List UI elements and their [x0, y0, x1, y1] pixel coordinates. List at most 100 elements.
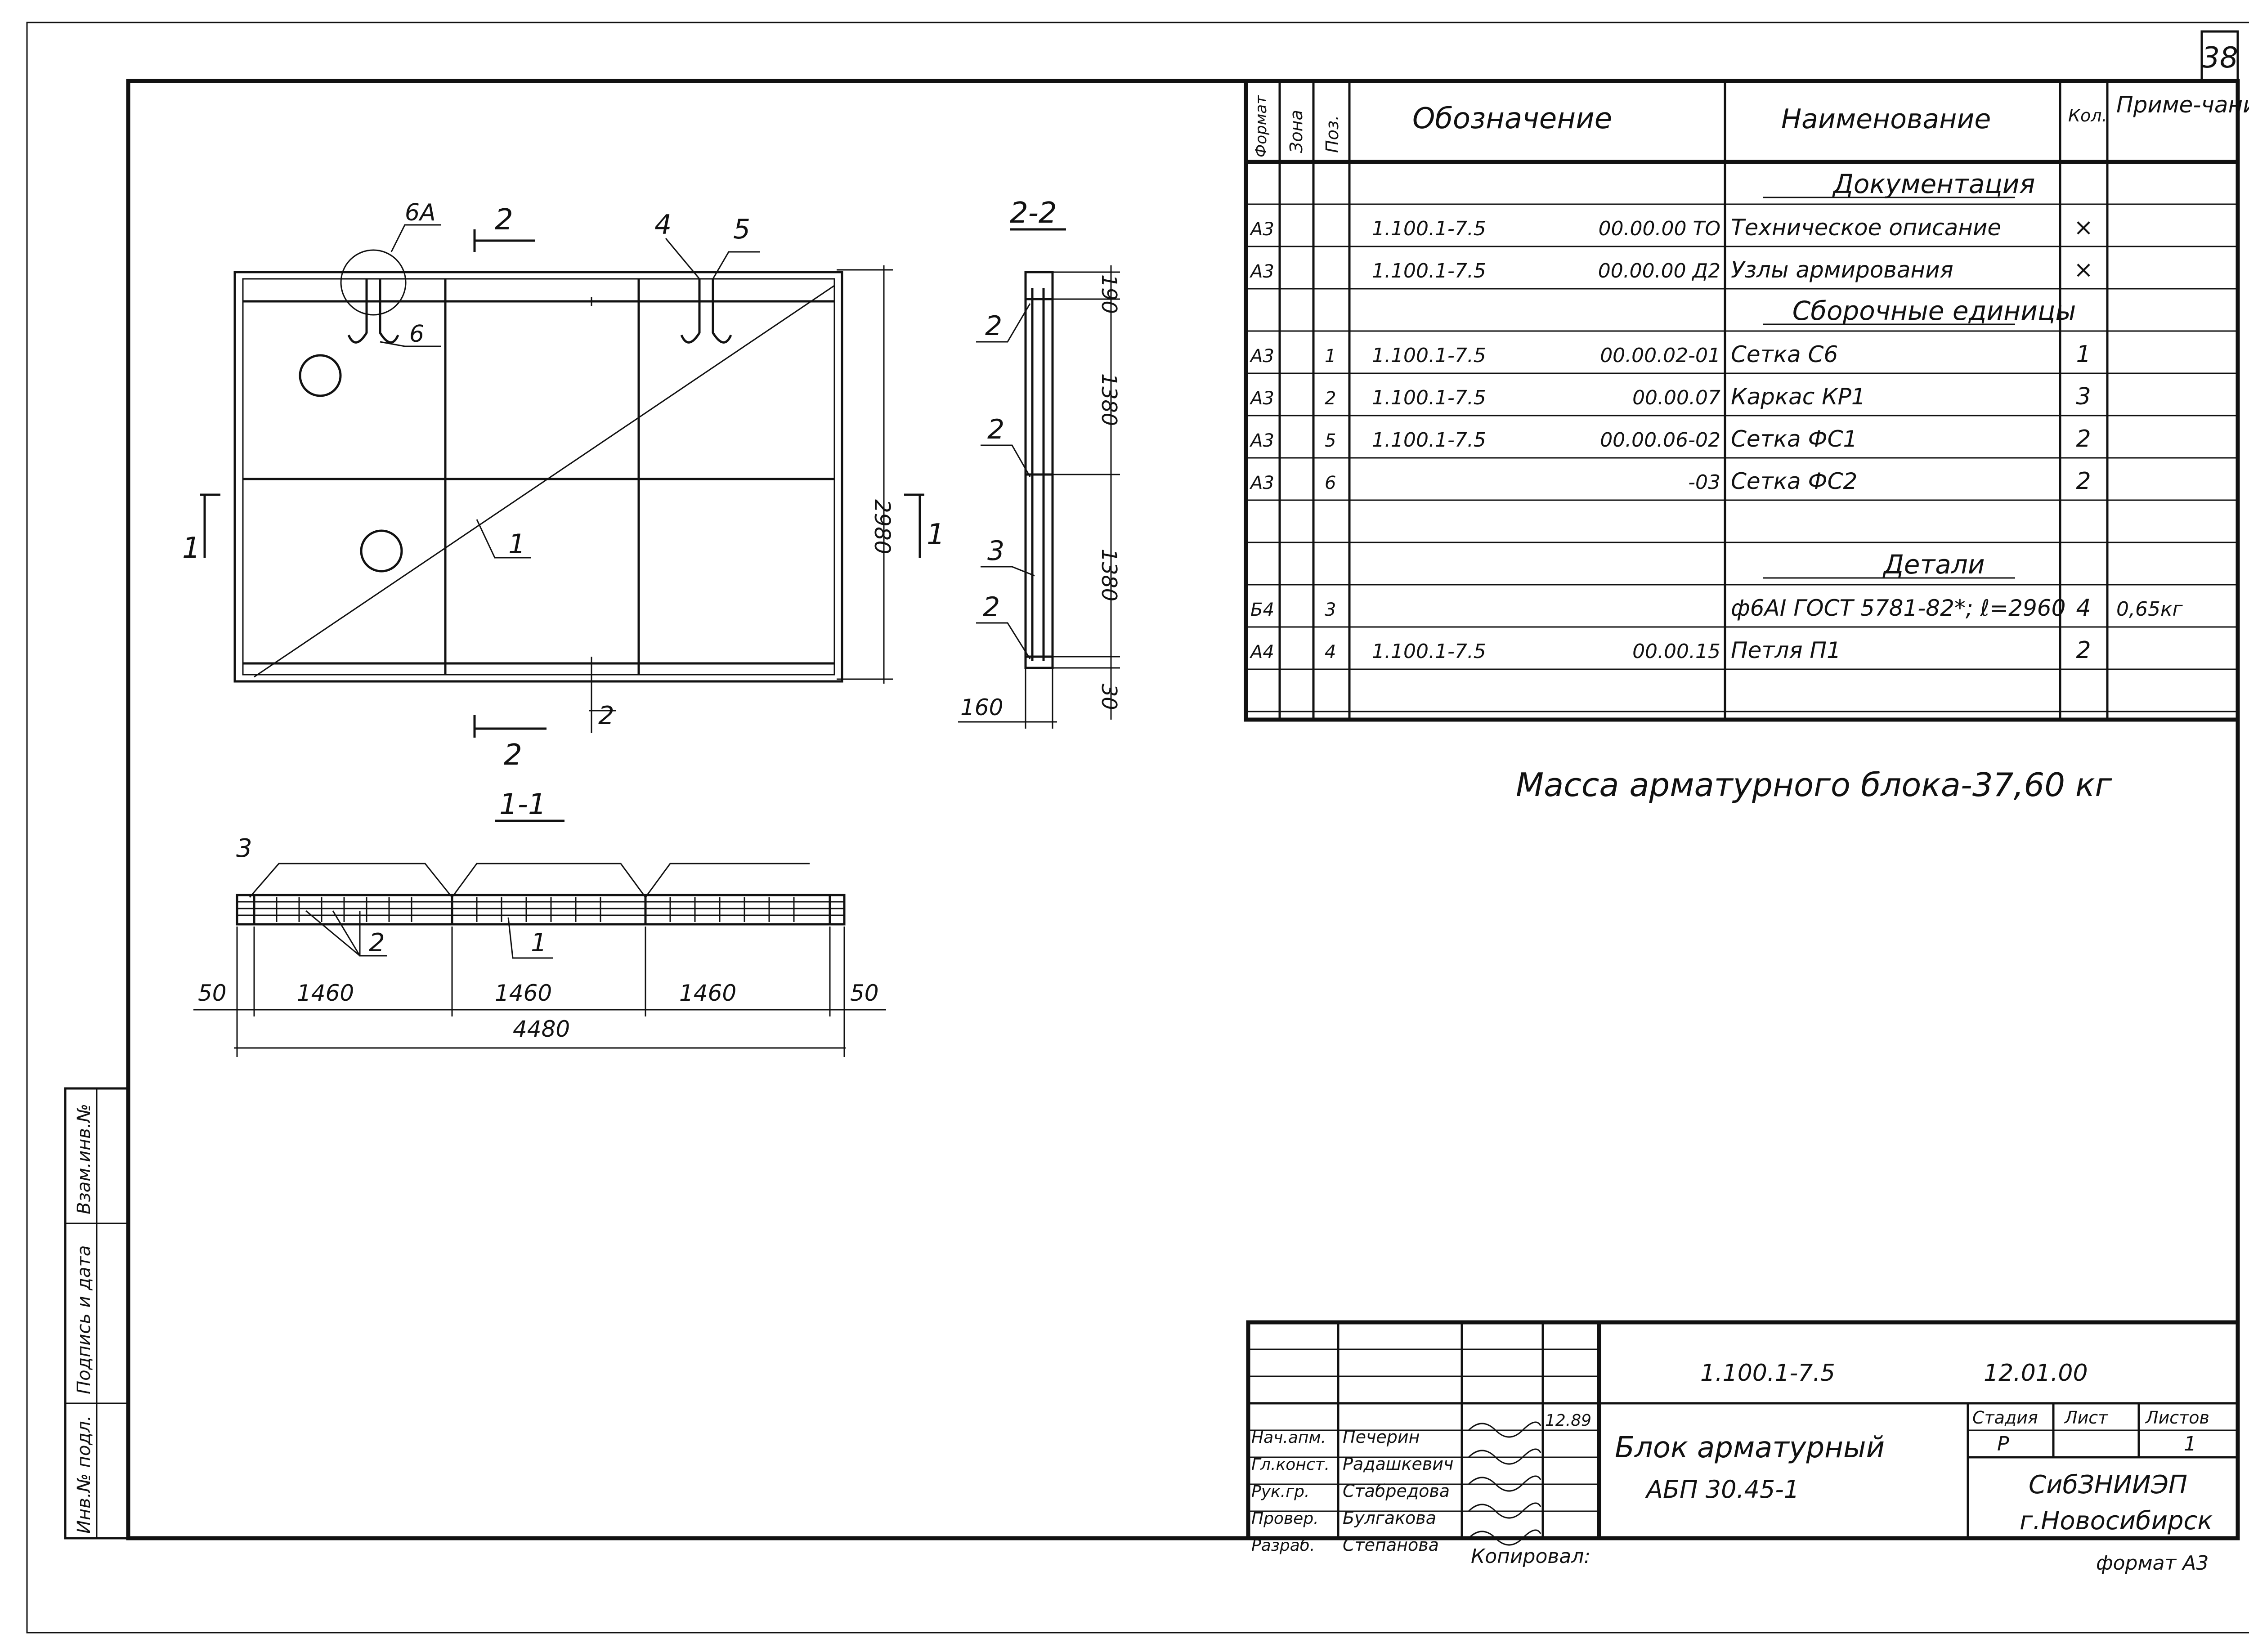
signer-row: Разраб.Степанова	[1251, 1529, 1541, 1555]
spec-cell-note: 0,65кг	[2116, 598, 2183, 621]
signer-row: Провер. Булгакова	[1251, 1502, 1541, 1528]
signer-row: Рук.гр. Стабредова	[1251, 1475, 1541, 1501]
tb-title-1: Блок арматурный	[1615, 1431, 1885, 1464]
signer-row: Нач.апм. Печерин	[1251, 1421, 1541, 1447]
cut-2-bottom: 2	[504, 739, 522, 772]
spec-row: А3 1.100.1-7.5 00.00.00 Д2 Узлы армирования…	[1249, 256, 2093, 283]
spec-section-title: Сборочные единицы	[1792, 295, 2076, 326]
spec-cell-qty: 4	[2076, 595, 2091, 622]
dim-1380-a: 1380	[1097, 373, 1121, 426]
spec-cell-format: А4	[1249, 642, 1274, 663]
hdr-designation: Обозначение	[1412, 102, 1612, 135]
signer-role: Нач.апм.	[1251, 1428, 1326, 1447]
signature-mark	[1468, 1502, 1541, 1519]
spec-cell-code: 1.100.1-7.5	[1372, 217, 1486, 240]
dim-190: 190	[1097, 274, 1121, 314]
label-pos6: 6	[409, 321, 424, 348]
dim-50-right: 50	[850, 980, 879, 1006]
sheet-number: 38	[2201, 41, 2238, 75]
format-note: формат А3	[2096, 1552, 2209, 1575]
tb-sheets: 1	[2184, 1433, 2196, 1455]
signer-role: Разраб.	[1251, 1536, 1315, 1555]
spec-cell-format: А3	[1249, 261, 1274, 282]
signer-role: Рук.гр.	[1251, 1482, 1309, 1501]
dim-1460-a: 1460	[297, 980, 354, 1006]
spec-cell-qty: 2	[2076, 637, 2091, 664]
cut-2-top: 2	[495, 203, 513, 237]
sheet-frame: 38	[26, 22, 2249, 1634]
spec-cell-code: 1.100.1-7.5	[1372, 386, 1486, 409]
title-block: 1.100.1-7.5 12.01.00 Блок арматурный АБП…	[1246, 1320, 2240, 1555]
hdr-name: Наименование	[1781, 103, 1991, 135]
spec-cell-name: Техническое описание	[1731, 215, 2001, 241]
signer-name: Печерин	[1343, 1427, 1420, 1447]
label-pos4: 4	[654, 209, 672, 241]
dim-1380-b: 1380	[1097, 549, 1121, 601]
spec-section-title: Документация	[1832, 169, 2035, 199]
s11-label-3: 3	[236, 834, 252, 863]
spec-cell-name: Сетка ФС2	[1731, 468, 1857, 494]
spec-row: Детали	[1763, 549, 2015, 580]
spec-row: Документация	[1763, 169, 2035, 199]
spec-cell-suffix: 00.00.00 Д2	[1598, 260, 1720, 282]
spec-cell-pos: 3	[1325, 600, 1336, 620]
spec-cell-suffix: -03	[1688, 471, 1720, 494]
spec-cell-qty: ×	[2074, 214, 2093, 241]
spec-cell-qty: 1	[2076, 341, 2091, 368]
spec-cell-suffix: 00.00.07	[1632, 386, 1720, 409]
tb-stage: Р	[1997, 1433, 2009, 1455]
tb-stage-label: Стадия	[1972, 1408, 2038, 1428]
spec-cell-format: А3	[1249, 473, 1274, 493]
spec-cell-name: ф6АI ГОСТ 5781-82*; ℓ=2960	[1731, 595, 2065, 621]
spec-cell-qty: 2	[2076, 425, 2091, 452]
tb-doc-code: 1.100.1-7.5	[1700, 1360, 1835, 1387]
dim-30: 30	[1097, 684, 1121, 710]
s22-label-1: 2	[985, 310, 1002, 342]
signer-name: Радашкевич	[1343, 1454, 1453, 1474]
label-pos1: 1	[508, 528, 525, 560]
spec-cell-suffix: 00.00.00 ТО	[1599, 217, 1720, 240]
dim-50-left: 50	[198, 980, 227, 1006]
hdr-format: Формат	[1252, 95, 1270, 157]
spec-cell-pos: 2	[1325, 388, 1336, 409]
plan-view: 6А 4 5 6 1 2 2 1 1 2980 2	[182, 199, 945, 772]
spec-cell-name: Петля П1	[1731, 637, 1841, 663]
cut-1-left: 1	[182, 532, 201, 565]
hdr-qty: Кол.	[2068, 106, 2107, 125]
spec-cell-format: А3	[1249, 219, 1274, 240]
signature-mark	[1468, 1475, 1541, 1492]
spec-cell-code: 1.100.1-7.5	[1372, 260, 1486, 282]
signature-mark	[1468, 1529, 1541, 1546]
spec-cell-name: Узлы армирования	[1731, 257, 1953, 283]
side-stamp: Взам.инв.№ Подпись и дата Инв.№ подл.	[64, 1087, 130, 1540]
s22-label-3: 3	[987, 535, 1004, 567]
mass-note: Масса арматурного блока-37,60 кг	[1516, 766, 2112, 804]
spec-cell-name: Сетка С6	[1731, 341, 1838, 367]
signer-name: Стабредова	[1343, 1481, 1450, 1501]
spec-table: Формат Зона Поз. Обозначение Наименовани…	[1244, 79, 2249, 722]
spec-cell-format: Б4	[1250, 600, 1274, 620]
stamp-inv-no: Инв.№ подл.	[74, 1415, 94, 1534]
spec-cell-code: 1.100.1-7.5	[1372, 640, 1486, 663]
hdr-pos: Поз.	[1322, 115, 1342, 153]
spec-cell-suffix: 00.00.15	[1632, 640, 1720, 663]
hdr-zone: Зона	[1286, 110, 1306, 153]
spec-cell-qty: 2	[2076, 468, 2091, 495]
stamp-sign-date: Подпись и дата	[74, 1245, 94, 1394]
signer-name: Булгакова	[1343, 1508, 1436, 1528]
tb-title-2: АБП 30.45-1	[1645, 1475, 1799, 1504]
signature-mark	[1468, 1421, 1541, 1438]
hdr-note: Приме-чание	[2116, 92, 2249, 118]
spec-cell-code: 1.100.1-7.5	[1372, 344, 1486, 367]
tb-org-2: г.Новосибирск	[2020, 1506, 2213, 1536]
section-2-2-title: 2-2	[1010, 197, 1057, 230]
signer-role: Провер.	[1251, 1509, 1319, 1528]
s11-label-1: 1	[531, 928, 547, 958]
signer-row: Гл.конст.Радашкевич	[1251, 1448, 1541, 1474]
spec-cell-name: Каркас КР1	[1731, 384, 1866, 410]
s22-label-4: 2	[983, 591, 1000, 623]
